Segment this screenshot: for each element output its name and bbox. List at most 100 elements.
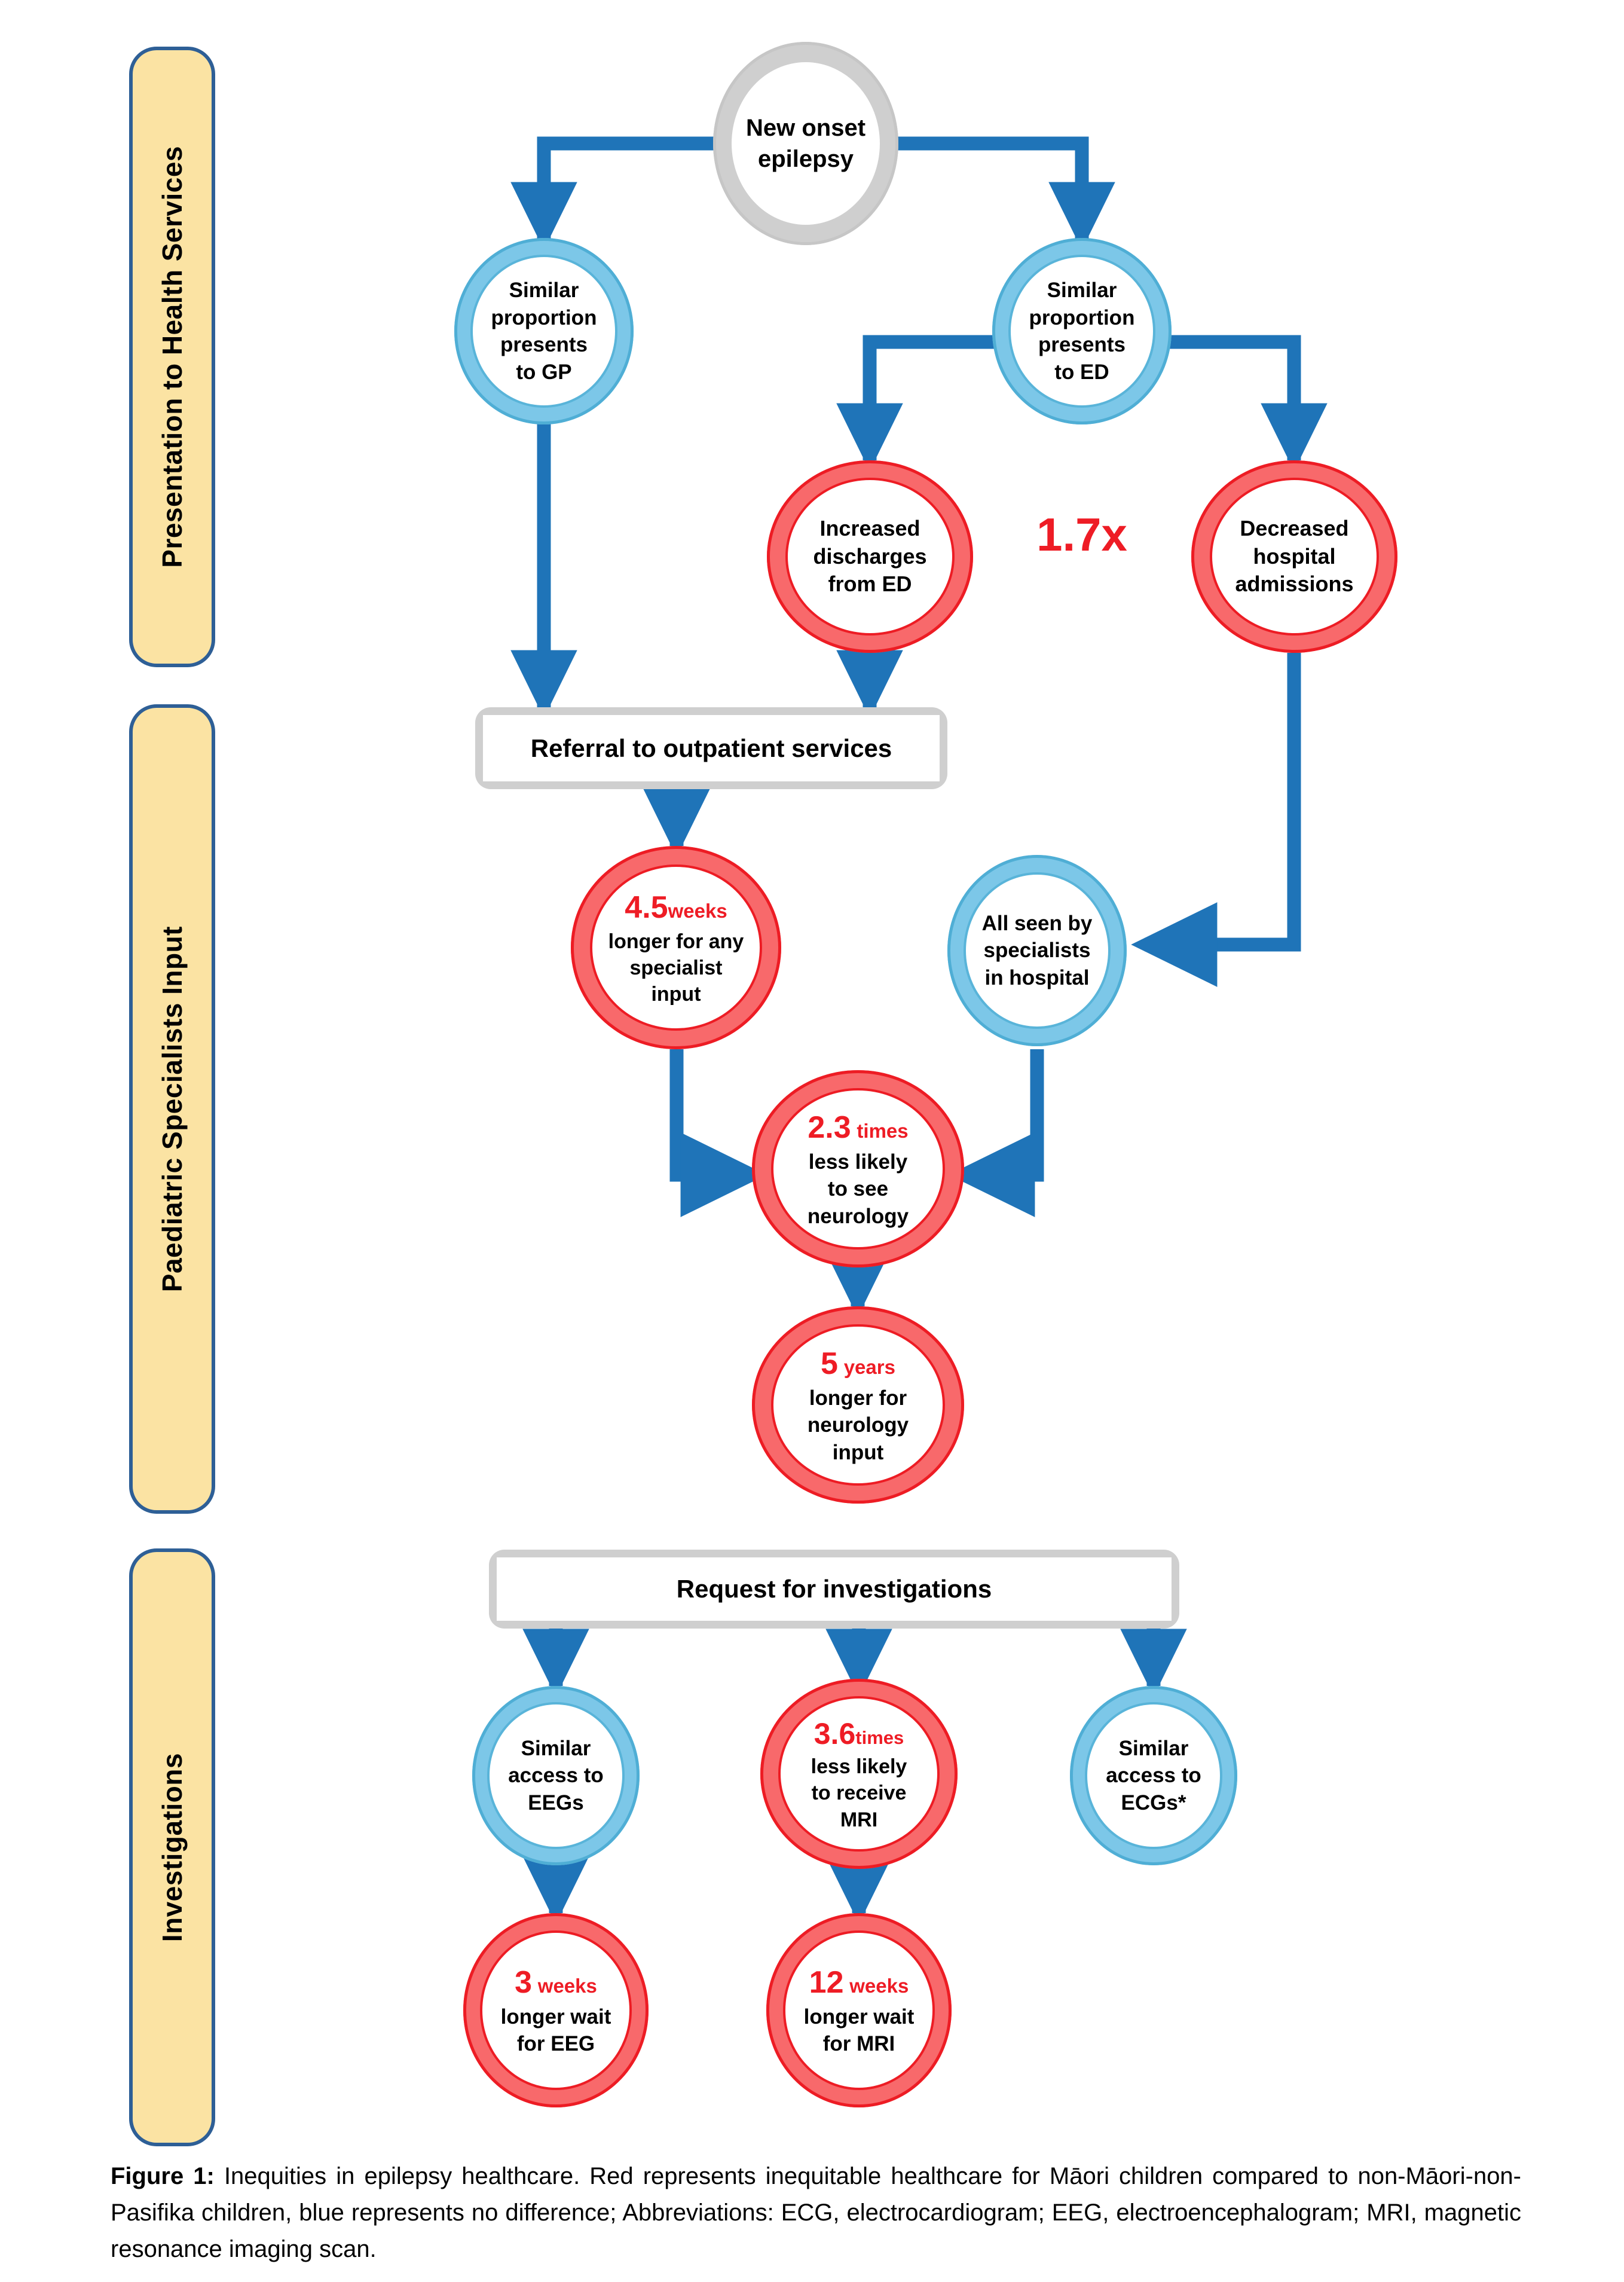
node-disc	[782, 1930, 935, 2090]
node-increased-discharges-from-ed[interactable]: Increased discharges from ED	[767, 460, 973, 653]
node-disc	[589, 864, 763, 1031]
node-disc	[964, 872, 1111, 1030]
node-mri-wait-value: 12	[809, 1965, 844, 2000]
node-disc	[770, 1324, 946, 1486]
node-disc	[732, 62, 880, 225]
node-mri-likelihood-line4: MRI	[840, 1808, 878, 1831]
edge-newonset-gp	[510, 136, 721, 250]
node-specialist-wait-value: 4.5	[625, 890, 668, 925]
node-neurology-wait-5-years[interactable]: 5 years longer for neurology input	[752, 1306, 964, 1504]
edge-allseen-neurology	[949, 1049, 1044, 1217]
node-specialist-wait-4-5-weeks[interactable]: 4.5weeks longer for any specialist input	[571, 846, 781, 1049]
node-mri-wait-line2: longer wait	[803, 2005, 915, 2029]
node-all-seen-line2: specialists	[983, 939, 1091, 963]
node-ed-line2: proportion	[1029, 306, 1135, 329]
node-presents-to-ed[interactable]: Similar proportion presents to ED	[992, 238, 1172, 424]
node-new-onset-line1: New onset	[745, 115, 866, 141]
node-eeg-wait-3-weeks[interactable]: 3 weeks longer wait for EEG	[463, 1913, 649, 2107]
node-gp-line3: presents	[500, 333, 588, 356]
node-ed-line3: presents	[1038, 333, 1126, 356]
node-ecg-access-line3: ECGs*	[1121, 1791, 1186, 1814]
ratio-marker-1-7x: 1.7x	[1010, 511, 1154, 558]
node-eeg-access-line1: Similar	[521, 1736, 591, 1760]
node-ecg-access-line1: Similar	[1118, 1736, 1189, 1760]
node-mri-wait-unit: weeks	[849, 1975, 909, 1997]
node-neurology-wait-line2: longer for	[809, 1386, 907, 1410]
node-neurology-likelihood-line3: to see	[827, 1177, 889, 1201]
node-eeg-wait-value: 3	[515, 1965, 533, 2000]
node-admissions-line3: admissions	[1235, 572, 1354, 597]
node-disc	[1085, 1702, 1222, 1849]
node-new-onset-epilepsy[interactable]: New onset epilepsy	[713, 42, 898, 245]
process-referral-to-outpatient-services[interactable]: Referral to outpatient services	[475, 707, 947, 789]
node-ed-line4: to ED	[1054, 360, 1109, 384]
node-specialist-wait-unit: weeks	[668, 899, 727, 922]
node-all-seen-line1: All seen by	[981, 911, 1093, 935]
node-discharges-line1: Increased	[819, 515, 920, 540]
node-discharges-line2: discharges	[813, 543, 927, 569]
node-mri-likelihood-3-6-times[interactable]: 3.6times less likely to receive MRI	[760, 1679, 958, 1869]
node-neurology-wait-line4: input	[832, 1440, 884, 1464]
node-admissions-line2: hospital	[1253, 543, 1336, 569]
node-all-seen-by-specialists[interactable]: All seen by specialists in hospital	[947, 855, 1127, 1046]
node-eeg-wait-unit: weeks	[537, 1975, 597, 1997]
edge-admissions-allseen	[1131, 653, 1301, 987]
swimlane-presentation: Presentation to Health Services	[129, 47, 215, 667]
node-neurology-wait-value: 5	[821, 1346, 838, 1381]
node-specialist-wait-line2: longer for any	[608, 930, 744, 953]
process-request-for-investigations[interactable]: Request for investigations	[489, 1550, 1179, 1629]
node-specialist-wait-line4: input	[651, 982, 701, 1006]
node-neurology-likelihood-value: 2.3	[808, 1110, 851, 1145]
node-mri-likelihood-unit: times	[855, 1727, 904, 1749]
node-neurology-wait-unit: years	[843, 1355, 895, 1378]
node-specialist-wait-line3: specialist	[629, 956, 723, 979]
node-discharges-line3: from ED	[828, 572, 912, 597]
node-gp-line2: proportion	[491, 306, 597, 329]
ratio-marker-value: 1.7x	[1036, 508, 1127, 561]
node-neurology-likelihood-line2: less likely	[808, 1150, 908, 1174]
node-similar-access-to-ecgs[interactable]: Similar access to ECGs*	[1070, 1686, 1237, 1865]
node-mri-likelihood-value: 3.6	[813, 1717, 856, 1751]
node-gp-line4: to GP	[516, 360, 572, 384]
figure-caption-label: Figure 1:	[111, 2163, 215, 2189]
node-neurology-likelihood-line4: neurology	[807, 1204, 909, 1228]
edge-ed-discharges	[836, 335, 999, 471]
process-investigations-inner: Request for investigations	[497, 1557, 1172, 1621]
node-decreased-hospital-admissions[interactable]: Decreased hospital admissions	[1191, 460, 1397, 653]
node-disc	[785, 477, 955, 636]
node-disc	[487, 1702, 625, 1849]
node-eeg-access-line2: access to	[508, 1764, 604, 1788]
node-disc	[770, 1087, 946, 1250]
node-disc	[470, 255, 617, 408]
node-disc	[1210, 477, 1379, 636]
node-disc	[778, 1696, 940, 1852]
node-admissions-line1: Decreased	[1240, 515, 1349, 540]
figure-caption: Figure 1: Inequities in epilepsy healthc…	[111, 2158, 1521, 2267]
node-neurology-wait-line3: neurology	[807, 1413, 909, 1437]
edge-ed-admissions	[1164, 335, 1328, 471]
process-referral-label: Referral to outpatient services	[530, 734, 892, 762]
node-all-seen-line3: in hospital	[984, 966, 1090, 989]
node-mri-wait-line3: for MRI	[822, 2032, 895, 2056]
edge-newonset-ed	[892, 136, 1115, 250]
node-eeg-access-line3: EEGs	[528, 1791, 584, 1814]
node-presents-to-gp[interactable]: Similar proportion presents to GP	[454, 238, 634, 424]
node-eeg-wait-line3: for EEG	[516, 2032, 595, 2056]
node-similar-access-to-eegs[interactable]: Similar access to EEGs	[472, 1686, 640, 1865]
edge-specialistwait-neurology	[669, 1049, 767, 1217]
node-mri-likelihood-line2: less likely	[811, 1755, 907, 1779]
node-disc	[1008, 255, 1155, 408]
node-eeg-wait-line2: longer wait	[500, 2005, 611, 2029]
node-neurology-likelihood-2-3-times[interactable]: 2.3 times less likely to see neurology	[752, 1070, 964, 1267]
node-new-onset-line2: epilepsy	[757, 146, 854, 172]
node-ecg-access-line2: access to	[1106, 1764, 1201, 1788]
figure-caption-text: Inequities in epilepsy healthcare. Red r…	[111, 2163, 1522, 2262]
node-mri-likelihood-line3: to receive	[811, 1782, 907, 1805]
node-ed-line1: Similar	[1047, 279, 1117, 302]
node-disc	[479, 1930, 632, 2090]
node-mri-wait-12-weeks[interactable]: 12 weeks longer wait for MRI	[766, 1913, 952, 2107]
process-investigations-label: Request for investigations	[676, 1575, 992, 1603]
node-gp-line1: Similar	[509, 279, 579, 302]
